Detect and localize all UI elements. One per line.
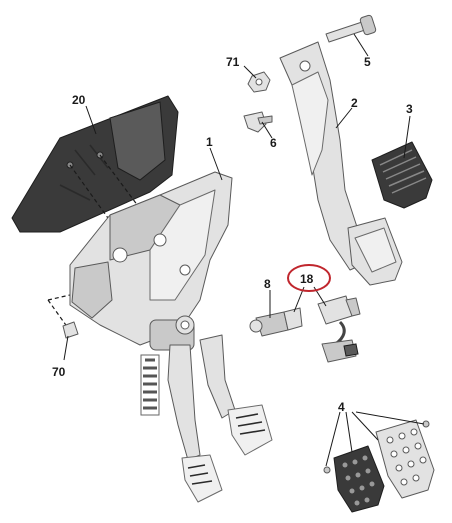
part-71-nut [247,71,271,93]
callout-70: 70 [52,365,66,379]
callout-4: 4 [338,400,345,414]
part-3-pedal-pad [371,141,433,209]
leader-lines [63,33,425,467]
part-2-pedal-arm [279,41,403,286]
callout-2: 2 [351,96,358,110]
callout-71: 71 [226,55,240,69]
part-8-switch [249,307,303,337]
callout-3: 3 [406,102,413,116]
part-6-bracket [243,111,273,133]
part-70-clip [62,321,79,339]
return-spring [140,354,160,416]
part-5-bolt [325,14,377,43]
callout-20: 20 [72,93,86,107]
callout-1: 1 [206,135,213,149]
callout-6: 6 [270,136,277,150]
part-1-pedal-bracket [69,171,233,351]
brake-pedal-lever [199,334,273,456]
callout-18: 18 [300,272,314,286]
clutch-pedal-lever [167,344,223,503]
callout-5: 5 [364,55,371,69]
callout-8: 8 [264,277,271,291]
callout-18-highlight [287,264,331,292]
part-4-pedal-covers [323,419,435,513]
callout-labels: 1 2 3 4 5 6 8 18 20 70 71 [52,55,413,414]
part-18-connector-harness [317,295,361,363]
